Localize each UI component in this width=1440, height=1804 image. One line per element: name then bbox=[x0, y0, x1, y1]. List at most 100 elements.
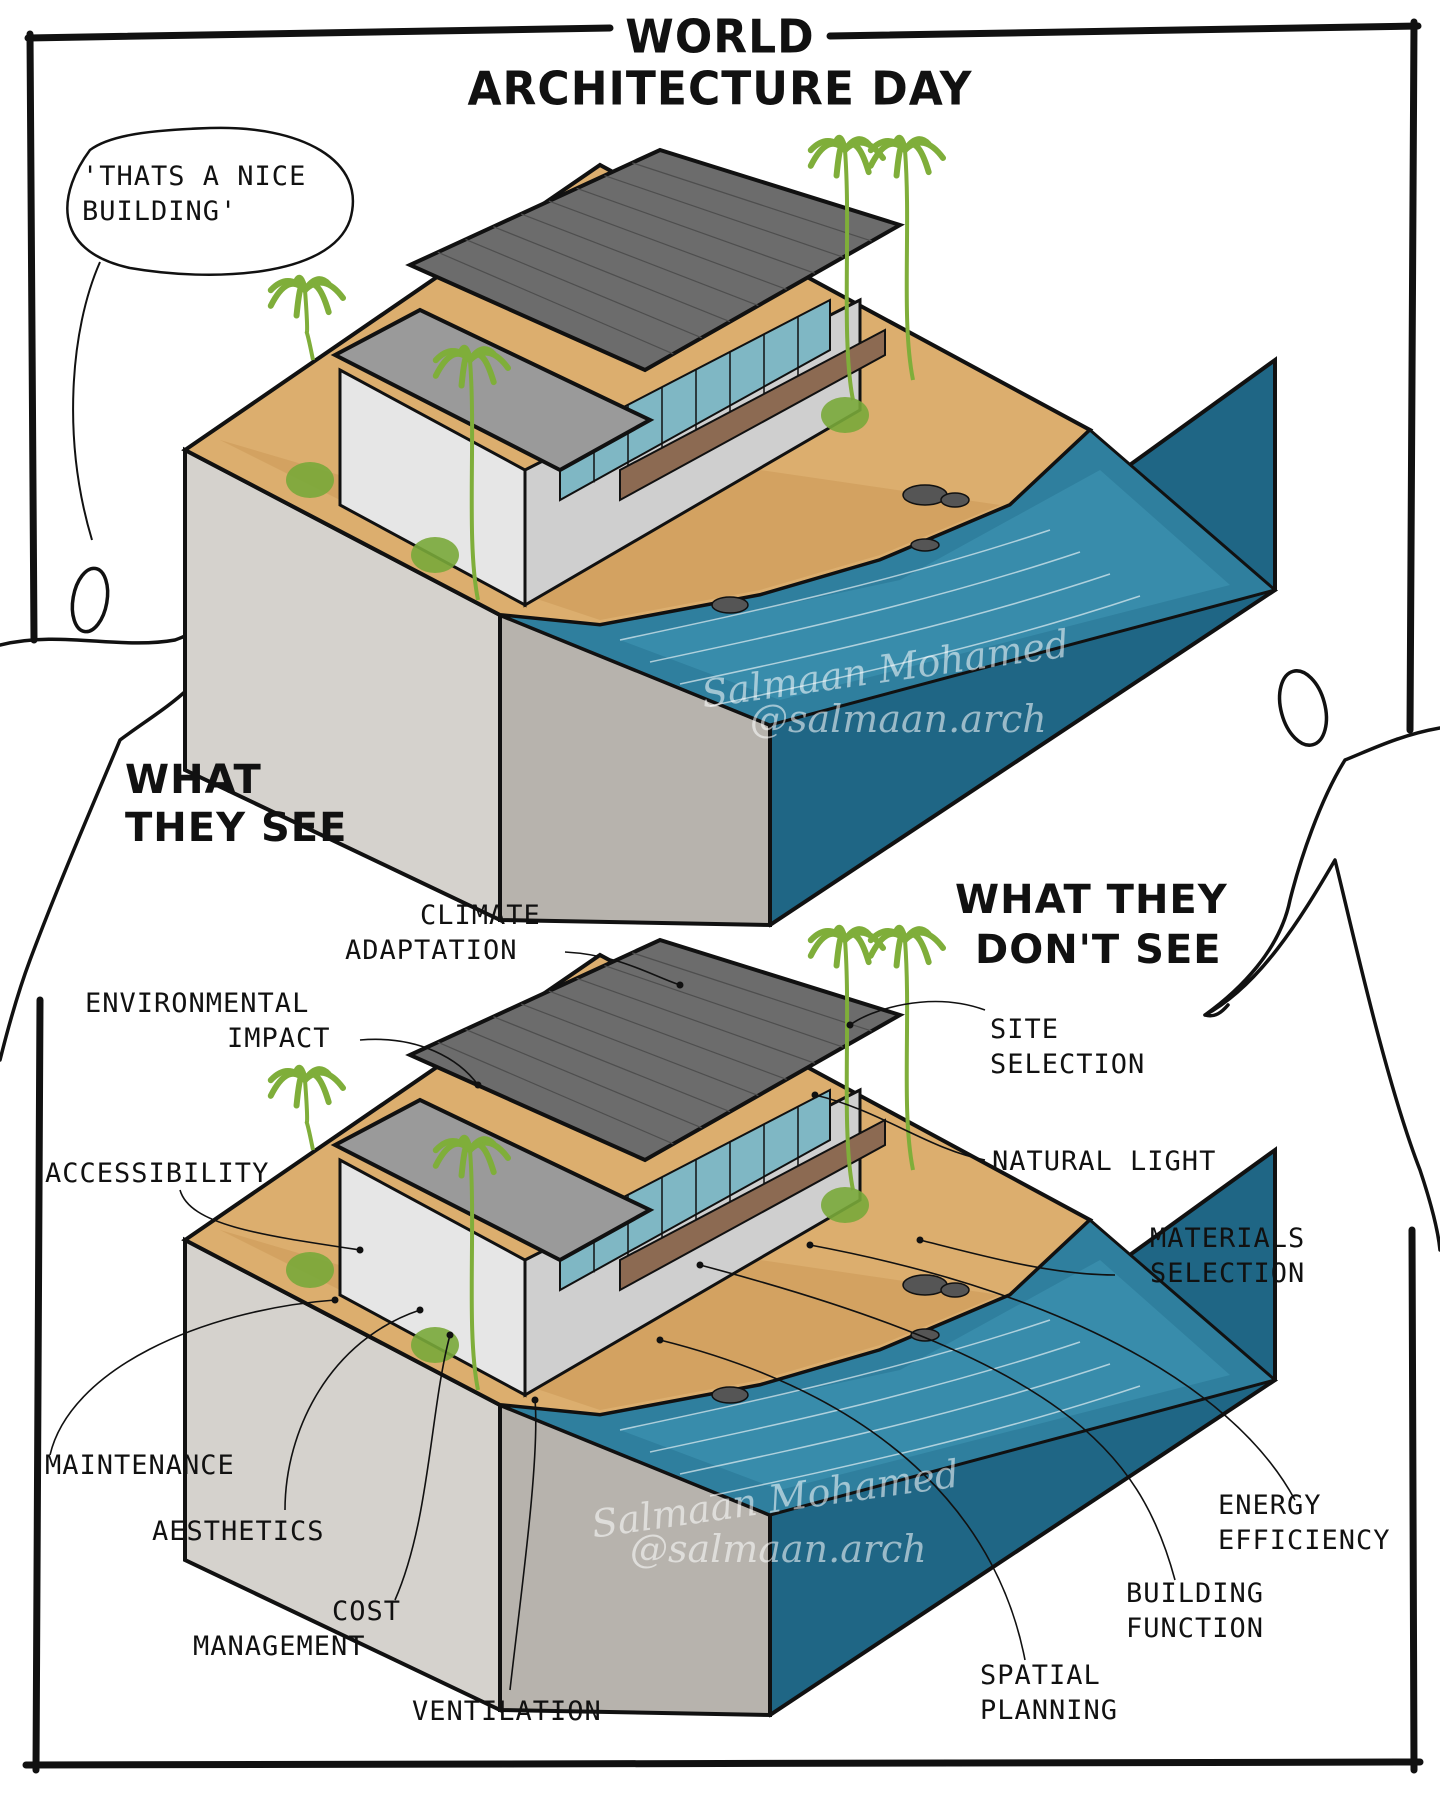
water-highlight bbox=[620, 470, 1230, 700]
roof-seam bbox=[465, 1028, 702, 1129]
dot-spatial bbox=[656, 1336, 664, 1344]
palm-trunk bbox=[903, 149, 915, 381]
dot-aesthetics bbox=[416, 1306, 424, 1314]
bubble-outline bbox=[66, 126, 355, 277]
water-highlight bbox=[620, 1260, 1230, 1490]
label-spatial-line2: PLANNING bbox=[980, 1695, 1119, 1726]
roof-lower bbox=[330, 307, 655, 473]
roof-seam bbox=[576, 977, 816, 1064]
bubble-text-line2: BUILDING' bbox=[82, 196, 238, 227]
label-cost-line1: COST bbox=[332, 1596, 402, 1627]
leader-lines bbox=[49, 951, 1296, 1691]
roof-seam bbox=[465, 238, 702, 339]
label-environment-line1: ENVIRONMENTAL bbox=[85, 988, 310, 1019]
frame-bottom bbox=[22, 1758, 1424, 1769]
caption-what-they-see-line1: WHAT bbox=[125, 757, 262, 803]
right-person-body bbox=[1203, 726, 1440, 1252]
palm-trunk bbox=[468, 359, 480, 601]
roof-seam bbox=[604, 964, 844, 1048]
rock bbox=[902, 484, 948, 506]
rock bbox=[910, 538, 940, 552]
watermark-handle-bottom: @salmaan.arch bbox=[630, 1527, 927, 1571]
palm-frond bbox=[902, 926, 932, 943]
palm-trunk bbox=[468, 1149, 480, 1391]
rock bbox=[711, 596, 749, 614]
rock bbox=[711, 1386, 749, 1404]
wave-line bbox=[709, 595, 1141, 707]
frame-left-upper bbox=[26, 30, 38, 644]
site-top bbox=[181, 134, 1279, 928]
dot-site bbox=[846, 1021, 854, 1029]
leader-energy bbox=[809, 1244, 1296, 1501]
palm-frond bbox=[302, 1066, 332, 1083]
watermark-handle-top: @salmaan.arch bbox=[750, 697, 1047, 741]
deck bbox=[619, 328, 886, 502]
rock bbox=[902, 1274, 948, 1296]
label-climate-line1: CLIMATE bbox=[420, 900, 541, 931]
frame-left-lower bbox=[32, 996, 44, 1774]
caption-what-they-dont-see-line2: DON'T SEE bbox=[975, 927, 1222, 973]
label-spatial-line1: SPATIAL bbox=[980, 1660, 1101, 1691]
label-accessibility: ACCESSIBILITY bbox=[45, 1158, 270, 1189]
dot-climate bbox=[676, 981, 684, 989]
palm-trunk bbox=[303, 289, 315, 361]
roof-seam bbox=[493, 1016, 731, 1113]
site-bottom bbox=[181, 924, 1279, 1718]
left-person-head bbox=[70, 566, 110, 634]
palm-trunk bbox=[843, 149, 855, 401]
label-function-line1: BUILDING bbox=[1126, 1578, 1265, 1609]
wave-line bbox=[679, 1363, 1111, 1475]
caption-what-they-see-line2: THEY SEE bbox=[125, 805, 348, 851]
leader-light bbox=[814, 1094, 986, 1161]
speech-bubble bbox=[66, 126, 355, 541]
leader-ventilation bbox=[509, 1399, 537, 1691]
wave-line bbox=[649, 551, 1081, 663]
dot-maintenance bbox=[331, 1296, 339, 1304]
palm-frond bbox=[842, 136, 872, 153]
bush bbox=[286, 1252, 334, 1288]
palm-trunk bbox=[843, 939, 855, 1191]
frame-right-upper bbox=[1406, 18, 1418, 734]
frame-top-right bbox=[826, 22, 1422, 40]
dot-cost bbox=[446, 1331, 454, 1339]
label-materials-line1: MATERIALS bbox=[1150, 1223, 1306, 1254]
wave-line bbox=[619, 529, 1051, 641]
rock bbox=[910, 1328, 940, 1342]
label-site-line2: SELECTION bbox=[990, 1049, 1146, 1080]
roof-seam bbox=[548, 200, 787, 291]
palm-trunk bbox=[303, 1079, 315, 1151]
palm-frond bbox=[302, 276, 332, 293]
palm-frond bbox=[902, 136, 932, 153]
bubble-text-line1: 'THATS A NICE bbox=[82, 161, 307, 192]
rock bbox=[940, 492, 970, 508]
wave-line bbox=[619, 1319, 1051, 1431]
bush bbox=[411, 537, 459, 573]
dot-environment bbox=[474, 1081, 482, 1089]
palm-frond bbox=[467, 346, 497, 363]
deck bbox=[619, 1118, 886, 1292]
leader-site bbox=[849, 1000, 986, 1026]
label-climate-line2: ADAPTATION bbox=[345, 935, 518, 966]
roof-seam bbox=[632, 162, 872, 242]
bush bbox=[821, 397, 869, 433]
leader-accessibility bbox=[179, 1189, 361, 1251]
leader-environment bbox=[359, 1038, 479, 1086]
dot-ventilation bbox=[531, 1396, 539, 1404]
roof-seam bbox=[520, 1003, 759, 1097]
label-energy-line1: ENERGY bbox=[1218, 1490, 1322, 1521]
frame bbox=[22, 18, 1424, 1774]
roof-seam bbox=[632, 952, 872, 1032]
frame-right-lower bbox=[1408, 1226, 1418, 1774]
dot-accessibility bbox=[356, 1246, 364, 1254]
label-function-line2: FUNCTION bbox=[1126, 1613, 1265, 1644]
dot-energy bbox=[806, 1241, 814, 1249]
roof-seam bbox=[576, 187, 816, 274]
bush bbox=[286, 462, 334, 498]
roof-seam bbox=[520, 213, 759, 307]
rock bbox=[940, 1282, 970, 1298]
label-materials-line2: SELECTION bbox=[1150, 1258, 1306, 1289]
label-maintenance: MAINTENANCE bbox=[45, 1450, 235, 1481]
roof-seam bbox=[604, 174, 844, 258]
